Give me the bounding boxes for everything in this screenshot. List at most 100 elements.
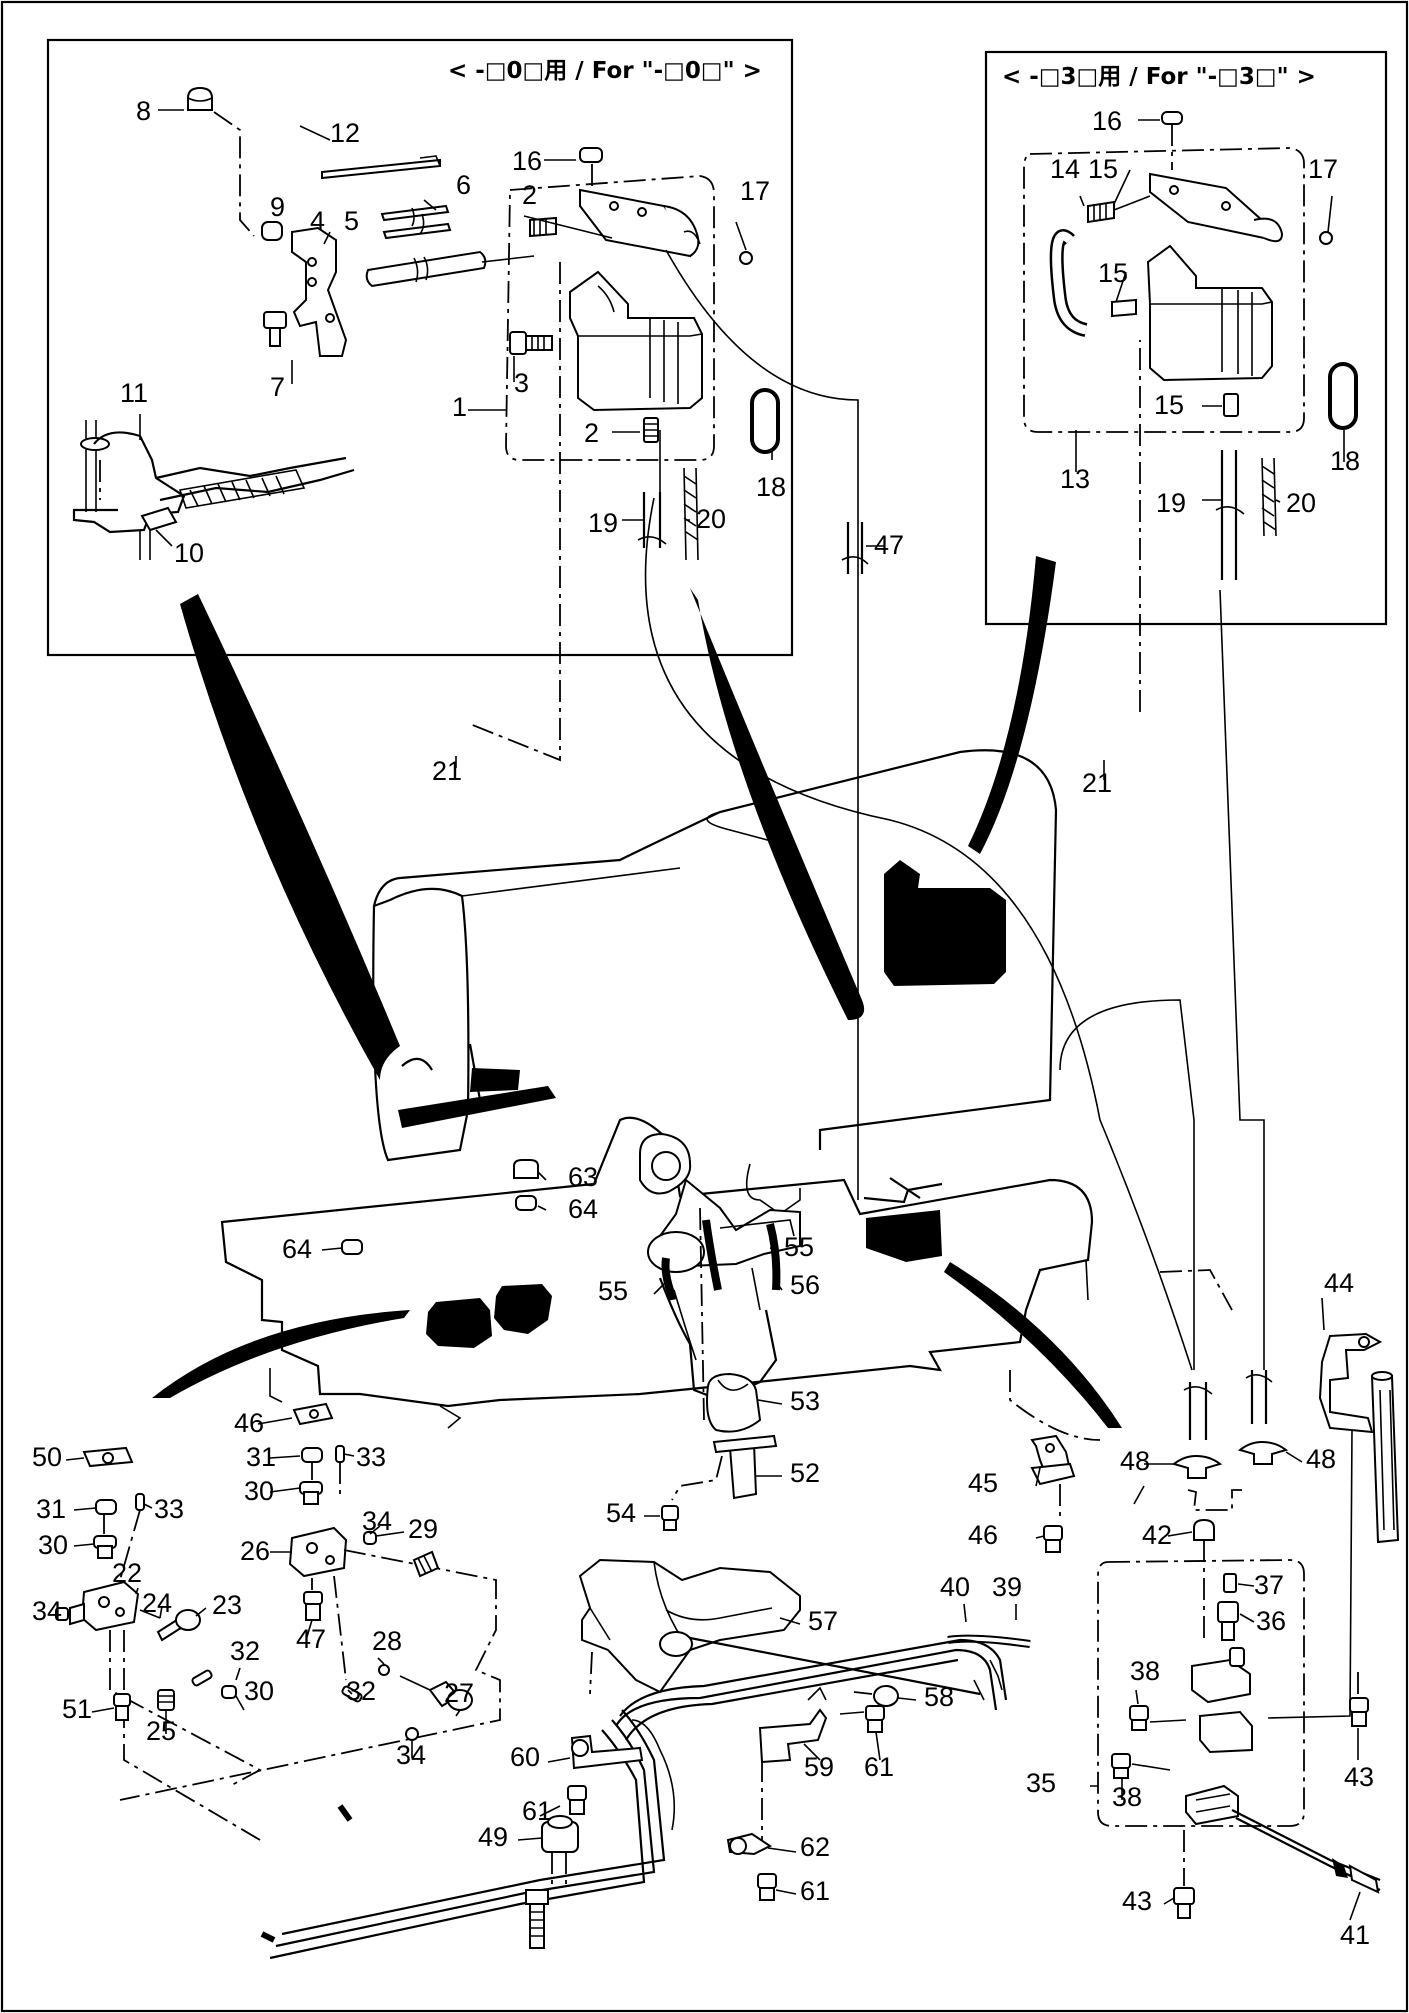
inset-left-frame xyxy=(46,38,794,657)
part-61-screw-b xyxy=(839,1705,885,1733)
part-20-wick-right xyxy=(1261,457,1277,537)
callout-leaders xyxy=(56,109,1361,1921)
manifold-block-left xyxy=(579,188,701,258)
part-61-screw-c xyxy=(757,1873,777,1901)
callout: 22 xyxy=(112,1558,142,1588)
inset-left-caption: < -□0□用 / For "-□0□" > xyxy=(448,58,762,84)
part-48-clip-b xyxy=(1237,1440,1289,1465)
part-15-fitting-b xyxy=(1111,298,1137,318)
part-16-cap-left xyxy=(579,147,603,163)
part-62-clip xyxy=(726,1832,772,1856)
assembly-box-35 xyxy=(1097,1559,1305,1827)
part-48-clip-a xyxy=(1171,1454,1223,1479)
inset-right-caption: < -□3□用 / For "-□3□" > xyxy=(1002,64,1316,90)
callout: 61 xyxy=(800,1876,830,1906)
part-30-screw-right xyxy=(299,1481,323,1505)
part-18-oring-left xyxy=(750,388,780,454)
part-41-wire xyxy=(1231,1809,1381,1894)
callout: 38 xyxy=(1112,1782,1142,1812)
callout: 21 xyxy=(432,756,462,786)
part-1-tank xyxy=(569,270,703,412)
part-35-pump-block xyxy=(1185,1647,1253,1826)
callout: 29 xyxy=(408,1514,438,1544)
part-15-fitting-c xyxy=(1223,393,1239,417)
part-43-screw-b xyxy=(1173,1887,1195,1919)
arm-felt-silhouette xyxy=(398,1043,556,1128)
callout: 33 xyxy=(356,1442,386,1472)
callout: 42 xyxy=(1142,1520,1172,1550)
part-33-pin-left xyxy=(135,1493,145,1511)
callout: 27 xyxy=(444,1678,474,1708)
part-49-joint xyxy=(541,1815,579,1890)
part-17-ball xyxy=(739,251,753,265)
callout: 23 xyxy=(212,1590,242,1620)
callout: 61 xyxy=(522,1796,552,1826)
callout: 19 xyxy=(1156,488,1186,518)
part-20-wick-left xyxy=(683,467,699,561)
callout: 48 xyxy=(1120,1446,1150,1476)
callout: 20 xyxy=(696,504,726,534)
part-30-screw-left xyxy=(93,1535,117,1559)
part-46-screw xyxy=(1043,1525,1063,1553)
callout: 37 xyxy=(1254,1570,1284,1600)
machine-bed xyxy=(220,1116,1094,1429)
part-59-bracket xyxy=(758,1686,828,1764)
callout: 30 xyxy=(244,1476,274,1506)
callout: 17 xyxy=(740,176,770,206)
callout: 55 xyxy=(598,1276,628,1306)
callout: 12 xyxy=(330,118,360,148)
callout: 43 xyxy=(1344,1762,1374,1792)
callout: 34 xyxy=(396,1740,426,1770)
part-60-clip xyxy=(570,1734,644,1770)
callout: 28 xyxy=(372,1626,402,1656)
callout: 45 xyxy=(968,1468,998,1498)
part-13-tank xyxy=(1146,244,1273,382)
bed-right-mechanism xyxy=(863,1177,943,1262)
part-44-rod xyxy=(1370,1371,1400,1544)
part-29-fitting xyxy=(412,1550,440,1578)
callout: 14 xyxy=(1050,154,1080,184)
callout: 16 xyxy=(512,146,542,176)
callout: 46 xyxy=(234,1408,264,1438)
callout: 25 xyxy=(146,1716,176,1746)
callout: 40 xyxy=(940,1572,970,1602)
part-44-bracket xyxy=(1318,1332,1383,1434)
part-26-block xyxy=(288,1526,348,1578)
callout: 4 xyxy=(310,206,325,236)
callout: 56 xyxy=(790,1270,820,1300)
part-19-tube-right xyxy=(1215,450,1245,580)
callout: 43 xyxy=(1122,1886,1152,1916)
part-38-screw-a xyxy=(1129,1705,1149,1731)
part-53-holder xyxy=(706,1372,762,1433)
callout: 18 xyxy=(1330,446,1360,476)
callout: 1 xyxy=(452,392,467,422)
callout: 35 xyxy=(1026,1768,1056,1798)
callout: 24 xyxy=(142,1588,172,1618)
callout: 5 xyxy=(344,206,359,236)
callout: 44 xyxy=(1324,1268,1354,1298)
tube-stubs-right xyxy=(1183,1370,1273,1440)
callout: 17 xyxy=(1308,154,1338,184)
part-52-wick xyxy=(712,1434,778,1500)
part-34-screw-b xyxy=(363,1531,377,1545)
part-4-bracket xyxy=(291,226,348,357)
callout: 64 xyxy=(282,1234,312,1264)
callout: 15 xyxy=(1154,390,1184,420)
part-18-oring-right xyxy=(1328,362,1358,430)
arm-tank-silhouette xyxy=(884,860,1006,986)
callout: 30 xyxy=(244,1676,274,1706)
callout: 46 xyxy=(968,1520,998,1550)
callout: 48 xyxy=(1306,1444,1336,1474)
pointer-wedge-middle xyxy=(690,588,865,1020)
part-31-plug-right xyxy=(301,1447,323,1463)
assembly-box-13 xyxy=(1023,147,1305,433)
callout: 51 xyxy=(62,1694,92,1724)
callout: 2 xyxy=(584,418,599,448)
part-64-plug-a xyxy=(515,1195,537,1211)
part-23-screw xyxy=(156,1609,201,1642)
callout: 15 xyxy=(1098,258,1128,288)
part-37-fitting xyxy=(1223,1573,1237,1593)
part-14-hose xyxy=(1049,229,1088,337)
part-5-tube xyxy=(365,250,487,288)
callout: 3 xyxy=(514,368,529,398)
